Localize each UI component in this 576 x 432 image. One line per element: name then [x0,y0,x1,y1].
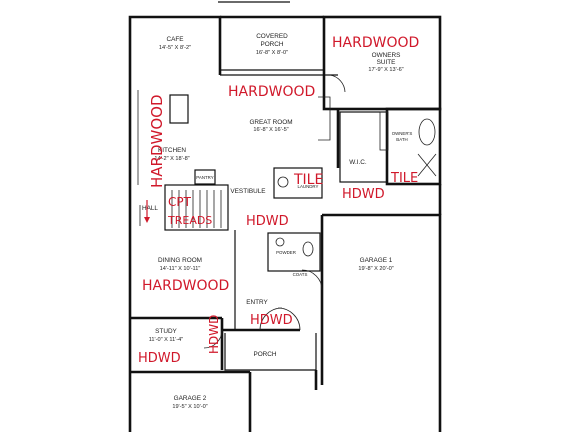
study-door-swing [203,329,223,349]
pantry-walls [194,169,216,185]
study-dims: 11'-0" X 11'-4" [149,337,184,343]
owners-bath-walls [385,107,442,186]
owners-suite-label-2: SUITE [377,59,396,66]
owners-bath-label-1: OWNER'S [392,131,413,136]
vestibule-label: VESTIBULE [230,188,265,195]
annotation-hdwd-wic: HDWD [342,187,385,202]
owners-suite-dims: 17'-9" X 13'-6" [368,67,403,73]
annotation-carpet-treads: TREADS [167,214,212,227]
cafe-dims: 14'-5" X 8'-2" [159,45,191,51]
annotation-hardwood-great-room: HARDWOOD [228,84,315,100]
annotation-tile-laundry: TILE [293,172,323,188]
annotation-hardwood-suite: HARDWOOD [332,35,419,51]
porch-walls [224,333,317,371]
fireplace [318,96,331,141]
kitchen-label: KITCHEN [158,147,186,154]
garage2-label: GARAGE 2 [174,395,207,402]
annotation-hdwd-vestibule: HDWD [246,214,289,229]
great-room-label: GREAT ROOM [249,119,292,126]
garage1-dims: 19'-8" X 20'-0" [358,266,393,272]
washer [277,176,289,188]
bath-vanity [379,111,389,151]
wic-label: W.I.C. [349,159,367,166]
entry-door-swing-right [277,307,301,331]
annotation-hdwd-study: HDWD [138,351,181,366]
annotation-hdwd-vertical: HDWD [207,315,221,354]
powder-walls [267,232,321,272]
covered-porch-label-1: COVERED [256,33,288,40]
shower-x2 [417,153,437,177]
entry-label: ENTRY [246,299,268,306]
annotation-carpet-stairs: CPT [168,195,192,209]
annotation-tile-bath: TILE [390,171,418,186]
laundry-walls [273,167,323,199]
bathtub [418,118,436,146]
kitchen-island [169,94,189,124]
owners-bath-label-2: BATH [396,137,407,142]
annotation-hardwood-kitchen: HARDWOOD [148,94,166,188]
room-labels: CAFE 14'-5" X 8'-2" COVERED PORCH 16'-8"… [142,33,412,410]
great-room-dims: 16'-8" X 16'-5" [253,127,288,133]
cafe-label: CAFE [166,36,183,43]
walls [128,1,442,432]
stair-walls [164,184,229,231]
annotation-hardwood-dining: HARDWOOD [142,278,229,294]
suite-door-swing [329,74,346,93]
dining-room-dims: 14'-11" X 10'-11" [160,266,201,272]
powder-label: POWDER [276,250,296,255]
annotation-hall-arrowhead [144,217,150,223]
hall-label: HALL [142,205,158,212]
covered-porch-dims: 16'-8" X 8'-0" [256,50,288,56]
stair-treads [171,190,222,228]
coats-label: COATS [293,272,308,277]
covered-porch-label-2: PORCH [260,41,283,48]
fixtures [137,74,437,349]
kitchen-dims: 14'-2" X 18'-8" [154,156,189,162]
pantry-label: PANTRY [196,175,213,180]
study-label: STUDY [155,328,177,335]
flooring-annotations: HARDWOOD HARDWOOD HARDWOOD HARDWOOD TILE… [138,35,419,366]
powder-sink [275,237,285,247]
garage1-label: GARAGE 1 [360,257,393,264]
porch-label: PORCH [253,351,276,358]
owners-suite-walls [322,15,442,111]
dining-room-label: DINING ROOM [158,257,202,264]
garage-door-swing [301,269,323,291]
powder-toilet [302,241,314,257]
annotation-hdwd-entry: HDWD [250,313,293,328]
garage1-walls [322,213,442,432]
laundry-label: LAUNDRY [298,184,319,189]
garage2-dims: 19'-5" X 10'-0" [172,404,207,410]
owners-suite-label-1: OWNERS [372,52,401,59]
